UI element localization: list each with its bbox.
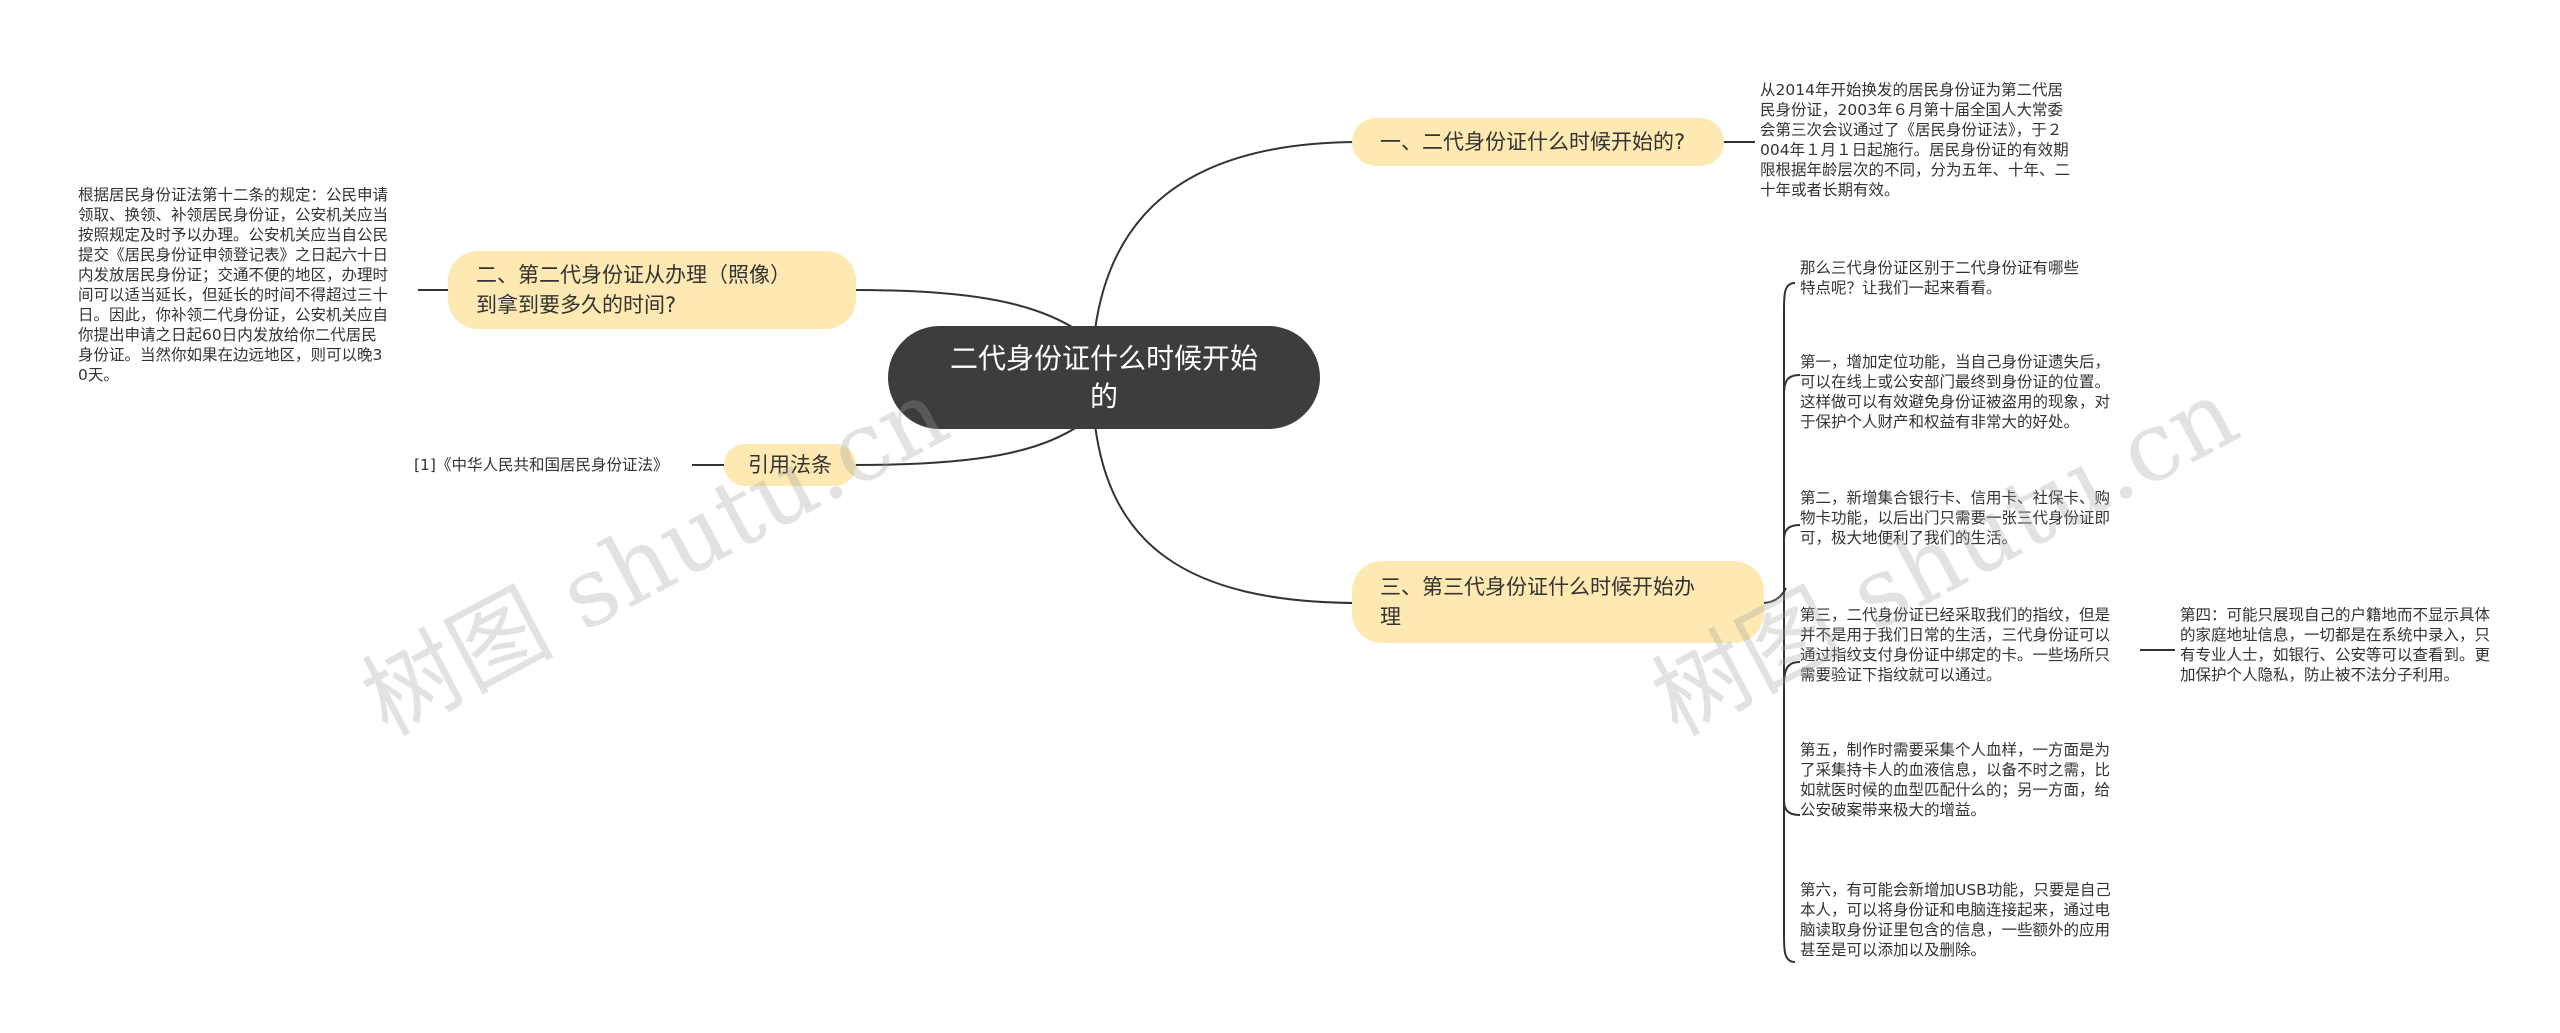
branch-label: 引用法条 bbox=[748, 453, 832, 477]
branch-item-2 bbox=[1783, 524, 1801, 541]
link-root-b2 bbox=[854, 289, 1081, 333]
root-topic[interactable]: 二代身份证什么时候开始的 bbox=[888, 326, 1320, 429]
branch-label: 三、第三代身份证什么时候开始办 理 bbox=[1380, 575, 1695, 629]
branch-item-4 bbox=[1783, 799, 1801, 816]
link-root-b3 bbox=[854, 424, 1081, 466]
branch-when-second-gen-started[interactable]: 一、二代身份证什么时候开始的? bbox=[1352, 118, 1724, 166]
third-gen-feature-blood: 第五，制作时需要采集个人血样，一方面是为 了采集持卡人的血液信息，以备不时之需，… bbox=[1800, 741, 2111, 819]
root-title: 二代身份证什么时候开始的 bbox=[949, 341, 1258, 413]
branch-third-gen-start[interactable]: 三、第三代身份证什么时候开始办 理 bbox=[1352, 561, 1764, 643]
branch-cited-law[interactable]: 引用法条 bbox=[724, 444, 856, 486]
third-gen-feature-fingerprint: 第三，二代身份证已经采取我们的指纹，但是 并不是用于我们日常的生活，三代身份证可… bbox=[1800, 606, 2111, 684]
third-gen-feature-address: 第四：可能只展现自己的户籍地而不显示具体 的家庭地址信息，一切都是在系统中录入，… bbox=[2180, 606, 2491, 684]
bracket-b4-items bbox=[1783, 282, 1796, 963]
third-gen-feature-location: 第一，增加定位功能，当自己身份证遗失后， 可以在线上或公安部门最终到身份证的位置… bbox=[1800, 353, 2111, 431]
note-processing-time-law: 根据居民身份证法第十二条的规定：公民申请 领取、换领、补领居民身份证，公安机关应… bbox=[78, 186, 389, 384]
note-second-gen-history: 从2014年开始换发的居民身份证为第二代居 民身份证，2003年６月第十届全国人… bbox=[1760, 81, 2071, 199]
link-root-b1 bbox=[1094, 141, 1361, 331]
branch-item-3 bbox=[1783, 661, 1801, 686]
branch-item-1 bbox=[1783, 374, 1801, 396]
third-gen-feature-cards: 第二，新增集合银行卡、信用卡、社保卡、购 物卡功能，以后出门只需要一张三代身份证… bbox=[1800, 489, 2111, 547]
third-gen-feature-usb: 第六，有可能会新增加USB功能，只要是自己 本人，可以将身份证和电脑连接起来，通… bbox=[1800, 881, 2111, 959]
branch-processing-time[interactable]: 二、第二代身份证从办理（照像） 到拿到要多久的时间? bbox=[448, 251, 856, 329]
link-root-b4 bbox=[1094, 424, 1361, 604]
branch-label: 二、第二代身份证从办理（照像） 到拿到要多久的时间? bbox=[476, 263, 791, 317]
branch-label: 一、二代身份证什么时候开始的? bbox=[1380, 130, 1686, 154]
third-gen-intro: 那么三代身份证区别于二代身份证有哪些 特点呢？让我们一起来看看。 bbox=[1800, 259, 2080, 297]
link-b4-items bbox=[1761, 587, 1787, 604]
law-reference: [1]《中华人民共和国居民身份证法》 bbox=[414, 456, 669, 474]
